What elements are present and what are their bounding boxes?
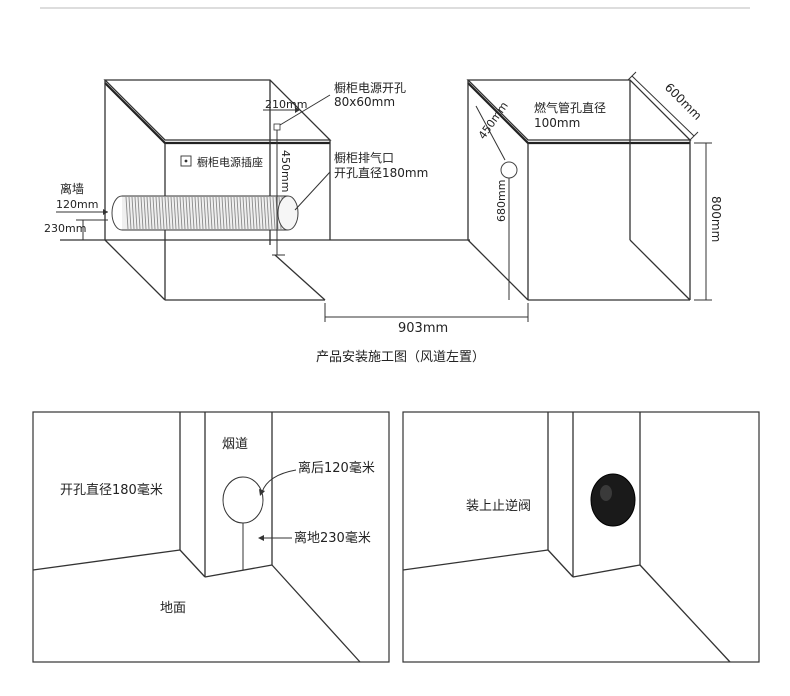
duct-rib xyxy=(212,196,216,230)
duct-rib xyxy=(230,196,234,230)
duct-rib xyxy=(263,196,267,230)
duct-rib xyxy=(140,196,144,230)
duct-rib xyxy=(170,196,174,230)
duct-rib xyxy=(224,196,228,230)
dim-230: 230mm xyxy=(44,222,86,235)
dim-450-vertical: 450mm xyxy=(279,150,292,192)
duct-rib xyxy=(128,196,132,230)
duct-rib xyxy=(257,196,261,230)
duct-rib xyxy=(209,196,213,230)
duct-rib xyxy=(146,196,150,230)
duct-rib xyxy=(188,196,192,230)
duct-rib xyxy=(206,196,210,230)
duct-rib xyxy=(131,196,135,230)
duct-rib xyxy=(245,196,249,230)
duct-rib xyxy=(167,196,171,230)
duct-rib xyxy=(248,196,252,230)
duct-rib xyxy=(164,196,168,230)
hole-dia-label: 开孔直径180毫米 xyxy=(60,482,163,498)
gas-hole-label: 燃气管孔直径 xyxy=(534,100,606,115)
power-hole xyxy=(273,123,281,131)
duct-rib xyxy=(191,196,195,230)
diagram-caption: 产品安装施工图（风道左置） xyxy=(316,350,485,365)
duct-rib xyxy=(239,196,243,230)
gas-pipe-hole xyxy=(500,161,518,179)
duct-rib xyxy=(251,196,255,230)
duct-rib xyxy=(185,196,189,230)
power-socket: 橱柜电源插座 xyxy=(180,155,263,169)
left-cabinet xyxy=(103,79,332,301)
duct-rib xyxy=(260,196,264,230)
dim-800: 800mm xyxy=(709,196,723,242)
duct-rib xyxy=(179,196,183,230)
power-hole-label: 橱柜电源开孔 xyxy=(334,81,406,95)
floor-230-label: 离地230毫米 xyxy=(294,530,371,546)
dim-120: 120mm xyxy=(56,198,98,211)
duct-rib xyxy=(176,196,180,230)
flue-hole xyxy=(222,476,264,524)
duct-rib xyxy=(242,196,246,230)
back-120-label: 离后120毫米 xyxy=(298,460,375,476)
exhaust-label: 橱柜排气口 xyxy=(334,150,394,165)
duct-rib xyxy=(272,196,276,230)
right-panel-frame xyxy=(402,411,760,663)
exhaust-hole-dia: 开孔直径180mm xyxy=(334,166,428,180)
left-panel-frame xyxy=(32,411,390,663)
check-valve-icon xyxy=(590,473,636,527)
duct-rib xyxy=(233,196,237,230)
power-hole-size: 80x60mm xyxy=(334,95,395,109)
duct-rib xyxy=(155,196,159,230)
duct-rib xyxy=(143,196,147,230)
dim-680: 680mm xyxy=(495,180,508,222)
duct-rib xyxy=(125,196,129,230)
duct-rib xyxy=(137,196,141,230)
duct-rib xyxy=(203,196,207,230)
duct-rib xyxy=(161,196,165,230)
duct-rib xyxy=(215,196,219,230)
duct-rib xyxy=(227,196,231,230)
valve-label: 装上止逆阀 xyxy=(466,498,531,514)
dim-600: 600mm xyxy=(662,80,705,123)
duct-rib xyxy=(134,196,138,230)
flue-label: 烟道 xyxy=(222,437,248,452)
duct-rib xyxy=(200,196,204,230)
floor-label: 地面 xyxy=(160,601,186,616)
duct-rib xyxy=(221,196,225,230)
duct-rib xyxy=(269,196,273,230)
exhaust-duct xyxy=(111,195,299,231)
duct-rib xyxy=(254,196,258,230)
duct-rib xyxy=(236,196,240,230)
duct-rib xyxy=(266,196,270,230)
duct-rib xyxy=(197,196,201,230)
duct-rib xyxy=(173,196,177,230)
left-panel: 烟道 开孔直径180毫米 离后120毫米 离地230毫米 地面 xyxy=(32,411,390,663)
duct-rib xyxy=(158,196,162,230)
right-panel: 装上止逆阀 xyxy=(402,411,760,663)
socket-label: 橱柜电源插座 xyxy=(197,155,263,169)
from-wall-label: 离墙 xyxy=(60,181,84,196)
dim-903: 903mm xyxy=(398,321,448,336)
duct-rib xyxy=(194,196,198,230)
duct-rib xyxy=(149,196,153,230)
duct-rib xyxy=(218,196,222,230)
duct-rib xyxy=(182,196,186,230)
gas-hole-dia: 100mm xyxy=(534,116,580,130)
dim-210: 210mm xyxy=(265,98,307,111)
duct-rib xyxy=(152,196,156,230)
